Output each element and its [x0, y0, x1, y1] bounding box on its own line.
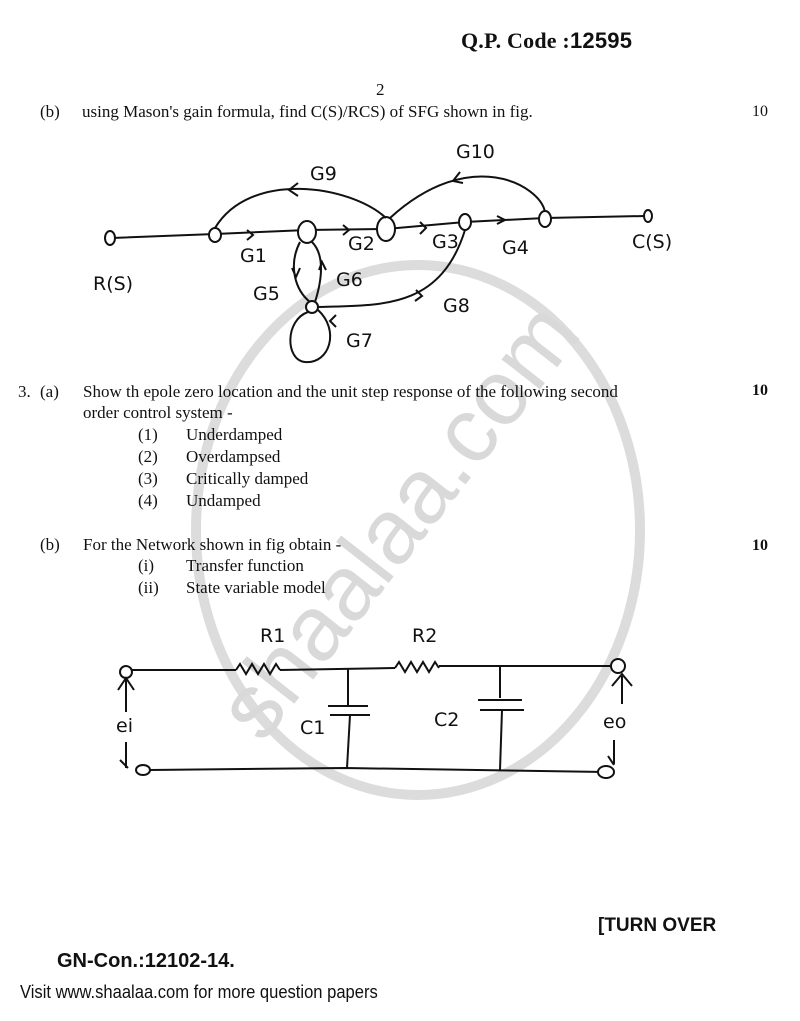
list-item-text: State variable model: [186, 578, 326, 597]
arrow-ei-up: [117, 676, 135, 712]
list-item-text: Critically damped: [186, 469, 309, 488]
sfg-node-2: [297, 220, 317, 244]
question-3a-part: (a): [40, 382, 59, 401]
question-2b-text: using Mason's gain formula, find C(S)/RC…: [82, 102, 533, 121]
list-item-num: (ii): [138, 578, 159, 597]
sfg-node-4: [458, 213, 472, 231]
list-item-num: (1): [138, 425, 158, 444]
question-2b-marks: 10: [752, 103, 768, 120]
qp-code-value: 12595: [569, 28, 633, 53]
arrow-eo-down: [607, 740, 615, 766]
arrow-g9: [287, 182, 299, 197]
arrow-g4: [496, 215, 508, 225]
arrow-g6: [318, 259, 327, 271]
sfg-node-output: [643, 209, 653, 223]
arrow-g8: [414, 289, 424, 302]
sfg-label-g5: G5: [253, 283, 280, 305]
c2-lead-bottom: [499, 709, 503, 771]
wire-top-mid: [279, 667, 396, 671]
sfg-label-g7: G7: [346, 330, 373, 352]
sfg-label-g9: G9: [310, 163, 337, 185]
sfg-label-g4: G4: [502, 237, 529, 259]
arrow-g2: [342, 224, 351, 236]
question-3a-text-line2: order control system -: [83, 403, 233, 422]
sfg-edge-g6: [311, 241, 322, 303]
sfg-label-g2: G2: [348, 233, 375, 255]
question-3b-text: For the Network shown in fig obtain -: [83, 535, 342, 554]
c1-lead-bottom: [346, 714, 351, 769]
wire-bottom: [149, 766, 606, 773]
label-eo: eo: [603, 711, 626, 733]
arrow-eo-up: [611, 672, 633, 704]
arrow-g7: [328, 314, 337, 328]
question-2b-part: (b): [40, 102, 60, 121]
sfg-label-g3: G3: [432, 231, 459, 253]
gn-con-code: GN-Con.:12102-14.: [57, 950, 235, 972]
sfg-label-g8: G8: [443, 295, 470, 317]
list-item-text: Transfer function: [186, 556, 304, 575]
list-item-num: (4): [138, 491, 158, 510]
arrow-g10: [451, 171, 464, 184]
sfg-edge-g10: [389, 175, 546, 219]
page-number: 2: [376, 80, 385, 99]
capacitor-c1: [328, 705, 370, 716]
sfg-node-input: [104, 230, 116, 246]
label-ei: ei: [116, 715, 133, 737]
resistor-r1: [235, 662, 281, 676]
watermark-circle: [191, 260, 645, 800]
sfg-node-1: [208, 227, 222, 243]
terminal-output-top: [610, 658, 626, 674]
arrow-ei-down: [119, 742, 129, 769]
sfg-node-5: [538, 210, 552, 228]
label-r2: R2: [412, 625, 437, 647]
sfg-node-6: [305, 300, 319, 314]
terminal-input-bottom: [135, 764, 151, 776]
label-c2: C2: [434, 709, 459, 731]
list-item-text: Overdampsed: [186, 447, 281, 466]
arrow-g1: [246, 229, 255, 241]
sfg-edge-g7: [289, 309, 332, 364]
resistor-r2: [394, 660, 440, 674]
sfg-edge-g8: [317, 229, 466, 308]
label-c1: C1: [300, 717, 325, 739]
sfg-label-g10: G10: [456, 141, 495, 163]
question-3b-marks: 10: [752, 537, 768, 554]
capacitor-c2: [478, 699, 524, 711]
visit-shaalaa-text: Visit www.shaalaa.com for more question …: [20, 982, 378, 1002]
turn-over: [TURN OVER: [598, 915, 717, 936]
sfg-edge-g5: [292, 241, 311, 303]
sfg-label-g6: G6: [336, 269, 363, 291]
signal-flow-graph: R(S) C(S) G1 G2 G3 G4 G5 G6 G7 G8 G9 G10: [93, 141, 672, 364]
list-item-num: (i): [138, 556, 155, 575]
sfg-node-3: [376, 216, 396, 242]
terminal-output-bottom: [597, 765, 615, 779]
question-3b-part: (b): [40, 535, 60, 554]
question-3a-marks: 10: [752, 382, 768, 399]
qp-code-label: Q.P. Code :: [461, 28, 570, 53]
sfg-label-g1: G1: [240, 245, 267, 267]
list-item-num: (2): [138, 447, 158, 466]
sfg-label-input: R(S): [93, 273, 133, 295]
list-item-num: (3): [138, 469, 158, 488]
question-3a-text-line1: Show th epole zero location and the unit…: [83, 382, 618, 401]
arrow-g5: [291, 267, 301, 280]
qp-code: Q.P. Code :12595: [461, 28, 632, 54]
sfg-edge-g9: [214, 187, 387, 229]
arrow-g3: [419, 221, 428, 235]
label-r1: R1: [260, 625, 285, 647]
question-3-number: 3.: [18, 382, 31, 401]
list-item-text: Undamped: [186, 491, 261, 510]
list-item-text: Underdamped: [186, 425, 283, 444]
rc-circuit: R1 R2 C1 C2 ei eo: [116, 625, 633, 779]
sfg-label-output: C(S): [632, 231, 672, 253]
